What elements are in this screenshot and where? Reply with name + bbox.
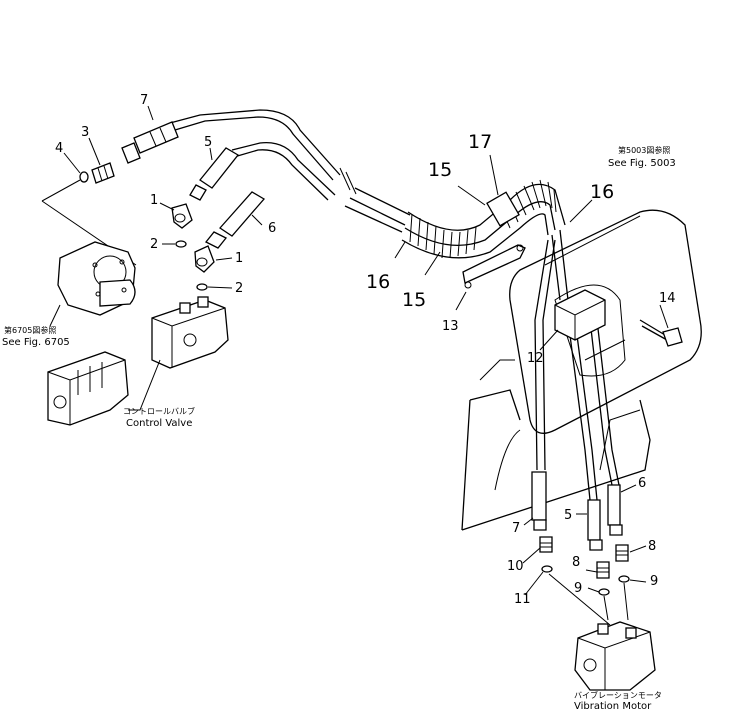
hydraulic-tank: [461, 209, 702, 531]
ref-fig-5003-jp: 第5003図参照: [618, 145, 670, 155]
oring-9b: [618, 575, 630, 583]
callout-6-lower: 6: [638, 476, 646, 491]
leader-line-motor: [548, 573, 629, 626]
label-vibration-motor-jp: バイブレーションモータ: [574, 690, 662, 700]
callout-12: 12: [527, 351, 544, 366]
hose-fitting-5: [189, 147, 239, 201]
callout-4: 4: [55, 141, 63, 156]
hose-end-6b: [607, 484, 623, 536]
oring-11: [541, 565, 553, 573]
leader-arrow-6705: [49, 304, 61, 327]
pump-assembly: [57, 241, 136, 316]
callout-17: 17: [468, 131, 492, 153]
label-vibration-motor-en: Vibration Motor: [574, 701, 652, 711]
adapter-8a: [596, 561, 610, 579]
oring-4: [79, 171, 89, 183]
label-control-valve-en: Control Valve: [126, 418, 192, 429]
callout-1-right: 1: [235, 251, 243, 266]
oring-9a: [598, 588, 610, 596]
callout-3: 3: [81, 125, 89, 140]
elbow-1b: [194, 245, 215, 273]
callout-8-left: 8: [572, 555, 580, 570]
oring-2b: [196, 283, 208, 291]
vibration-motor: [574, 621, 656, 691]
ref-fig-6705-jp: 第6705図参照: [4, 325, 56, 335]
adapter-3: [91, 162, 115, 184]
callout-2-right: 2: [235, 281, 243, 296]
callout-16-left: 16: [366, 271, 390, 293]
hose-end-5b: [587, 499, 603, 551]
oring-2a: [175, 240, 187, 248]
control-valve-block: [151, 296, 229, 369]
callout-1-left: 1: [150, 193, 158, 208]
callout-2-left: 2: [150, 237, 158, 252]
callout-15-upper: 15: [428, 159, 452, 181]
callout-13: 13: [442, 319, 459, 334]
callout-16-right: 16: [590, 181, 614, 203]
adapter-10: [539, 536, 553, 553]
label-control-valve-jp: コントロールバルブ: [123, 406, 195, 416]
callout-11: 11: [514, 592, 531, 607]
mount-block: [554, 289, 606, 341]
hose-end-7b: [531, 471, 547, 531]
bolt: [639, 319, 683, 347]
callout-6-upper: 6: [268, 221, 276, 236]
callout-leaders: [63, 105, 669, 596]
leader-arrow-control-valve: [128, 359, 161, 411]
ref-fig-5003-en: See Fig. 5003: [608, 158, 676, 169]
callout-14: 14: [659, 291, 676, 306]
hose-lines: [169, 109, 620, 501]
callout-5-upper: 5: [204, 135, 212, 150]
callout-7-upper: 7: [140, 93, 148, 108]
hose-fitting-7: [121, 121, 179, 164]
control-valve-body: [47, 351, 129, 426]
callout-9-right: 9: [650, 574, 658, 589]
ref-fig-6705-en: See Fig. 6705: [2, 337, 70, 348]
elbow-1a: [171, 203, 193, 229]
callout-5-lower: 5: [564, 508, 572, 523]
callout-10: 10: [507, 559, 524, 574]
callout-7-lower: 7: [512, 521, 520, 536]
hose-fitting-6: [204, 191, 266, 249]
clamp-bracket: [462, 244, 526, 289]
callout-15-lower: 15: [402, 289, 426, 311]
adapter-8b: [615, 544, 629, 562]
callout-9-left: 9: [574, 581, 582, 596]
callout-8-right: 8: [648, 539, 656, 554]
